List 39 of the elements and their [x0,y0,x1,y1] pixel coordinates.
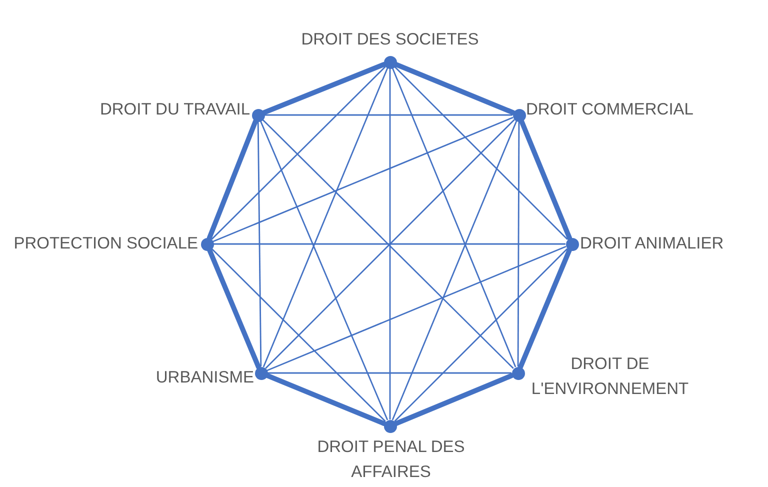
vertex-dot [200,238,214,250]
vertex-label: DROIT DU TRAVAIL [100,100,250,120]
connector-line [517,122,520,366]
thick-connector-line [262,62,386,116]
connector-line [257,122,262,366]
vertex-label: DROIT DES SOCIETES [301,30,479,50]
thick-connector-line [206,118,258,240]
connector-line [262,68,388,368]
connector-line [266,246,566,372]
connector-line [268,372,512,374]
connector-line [394,66,568,240]
vertex-label: URBANISME [156,368,254,388]
connector-line [260,120,388,420]
thick-connector-line [207,248,261,370]
connector-line [214,243,566,245]
vertex-dot [566,238,578,250]
vertex-label: PROTECTION SOCIALE [14,234,198,254]
connector-line [211,66,386,240]
connector-line [212,116,514,242]
vertex-dot [252,108,264,122]
thick-connector-line [518,248,572,370]
connector-line [211,248,386,422]
thick-connector-line [518,118,572,240]
connector-line [264,114,512,116]
thick-connector-line [394,62,516,116]
vertex-label: DROIT ANIMALIER [580,234,724,254]
vertex-dot [512,108,526,122]
connector-line [392,68,516,368]
vertex-dot [384,420,396,432]
connector-line [392,120,518,420]
vertex-label: DROIT COMMERCIAL [526,100,694,120]
connector-line [389,68,391,420]
vertex-label: DROIT PENAL DES AFFAIRES [316,437,466,483]
thick-connector-line [394,372,514,426]
thick-connector-line [264,372,386,426]
vertex-dot [384,56,396,68]
vertex-dot [254,366,268,380]
connector-line [394,248,568,422]
vertex-label: DROIT DE L'ENVIRONNEMENT [530,354,690,400]
